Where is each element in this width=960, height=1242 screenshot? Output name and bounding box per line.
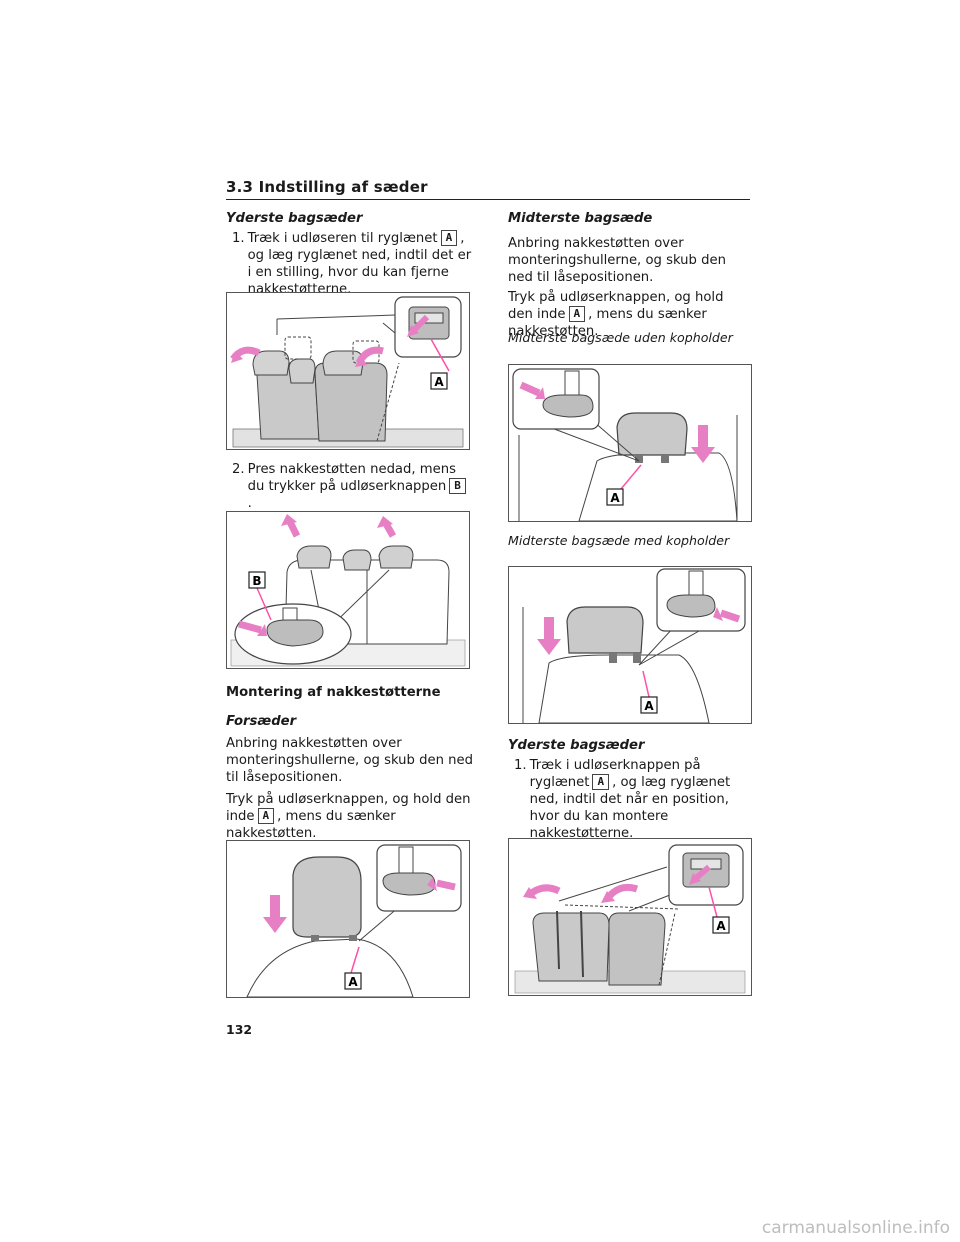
- paragraph-front-release: Tryk på udløserknappen, og hold den inde…: [226, 791, 474, 842]
- step-2-press-down: 2. Pres nakkestøtten nedad, mens du tryk…: [232, 461, 472, 512]
- paragraph-text-part: Tryk på udløserknappen, og hold den inde: [508, 290, 724, 322]
- step-text: Pres nakkestøtten nedad, mens du trykker…: [245, 461, 472, 512]
- figure-label-a: A: [716, 919, 726, 933]
- heading-front-seats: Forsæder: [226, 714, 297, 729]
- step-number: 1.: [514, 758, 527, 773]
- heading-mounting-headrests: Montering af nakkestøtterne: [226, 685, 441, 700]
- key-label-a: A: [257, 808, 275, 824]
- heading-outer-rear-seats: Yderste bagsæder: [226, 211, 363, 226]
- figure-label-a: A: [434, 375, 444, 389]
- figure-label-a: A: [348, 975, 358, 989]
- figure-rear-seat-mount: A: [508, 838, 752, 996]
- key-label-a: A: [568, 306, 586, 322]
- heading-middle-rear-seat: Midterste bagsæde: [508, 211, 653, 226]
- key-label-b: B: [449, 478, 466, 494]
- step-text-part: .: [247, 496, 252, 511]
- heading-outer-rear-seats-mount: Yderste bagsæder: [508, 738, 645, 753]
- step-number: 2.: [232, 462, 245, 477]
- figure-label-b: B: [252, 574, 261, 588]
- page-number: 132: [226, 1022, 253, 1037]
- paragraph-front-mount: Anbring nakkestøtten over monteringshull…: [226, 736, 473, 785]
- caption-with-cupholder: Midterste bagsæde med kopholder: [508, 533, 730, 548]
- step-text-part: Træk i udløseren til ryglænet: [247, 231, 438, 246]
- step-text-part: Træk i udløserknappen på ryglænet: [529, 758, 701, 790]
- figure-label-a: A: [644, 699, 654, 713]
- figure-headrest-release-b: B: [226, 511, 470, 669]
- step-text-part: , og læg ryglænet ned, indtil det når en…: [529, 775, 731, 841]
- section-title: 3.3 Indstilling af sæder: [226, 178, 428, 196]
- paragraph-text-part: , mens du sænker nakkestøtten.: [226, 809, 396, 841]
- section-divider: [226, 199, 750, 200]
- paragraph-text-part: Tryk på udløserknappen, og hold den inde: [226, 792, 471, 824]
- figure-front-headrest: A: [226, 840, 470, 998]
- figure-rear-seat-fold: A: [226, 292, 470, 450]
- step-text-part: Pres nakkestøtten nedad, mens du trykker…: [247, 462, 456, 494]
- paragraph-text-part: , mens du sænker nakkestøtten.: [508, 307, 707, 339]
- step-number: 1.: [232, 231, 245, 246]
- watermark: carmanualsonline.info: [761, 1218, 950, 1238]
- caption-without-cupholder: Midterste bagsæde uden kopholder: [508, 330, 733, 345]
- paragraph-middle-release: Tryk på udløserknappen, og hold den inde…: [508, 289, 752, 340]
- figure-middle-headrest-with-cupholder: A: [508, 566, 752, 724]
- paragraph-middle-mount: Anbring nakkestøtten over monteringshull…: [508, 236, 726, 285]
- key-label-a: A: [592, 774, 610, 790]
- figure-middle-headrest-no-cupholder: A: [508, 364, 752, 522]
- figure-label-a: A: [610, 491, 620, 505]
- key-label-a: A: [440, 230, 458, 246]
